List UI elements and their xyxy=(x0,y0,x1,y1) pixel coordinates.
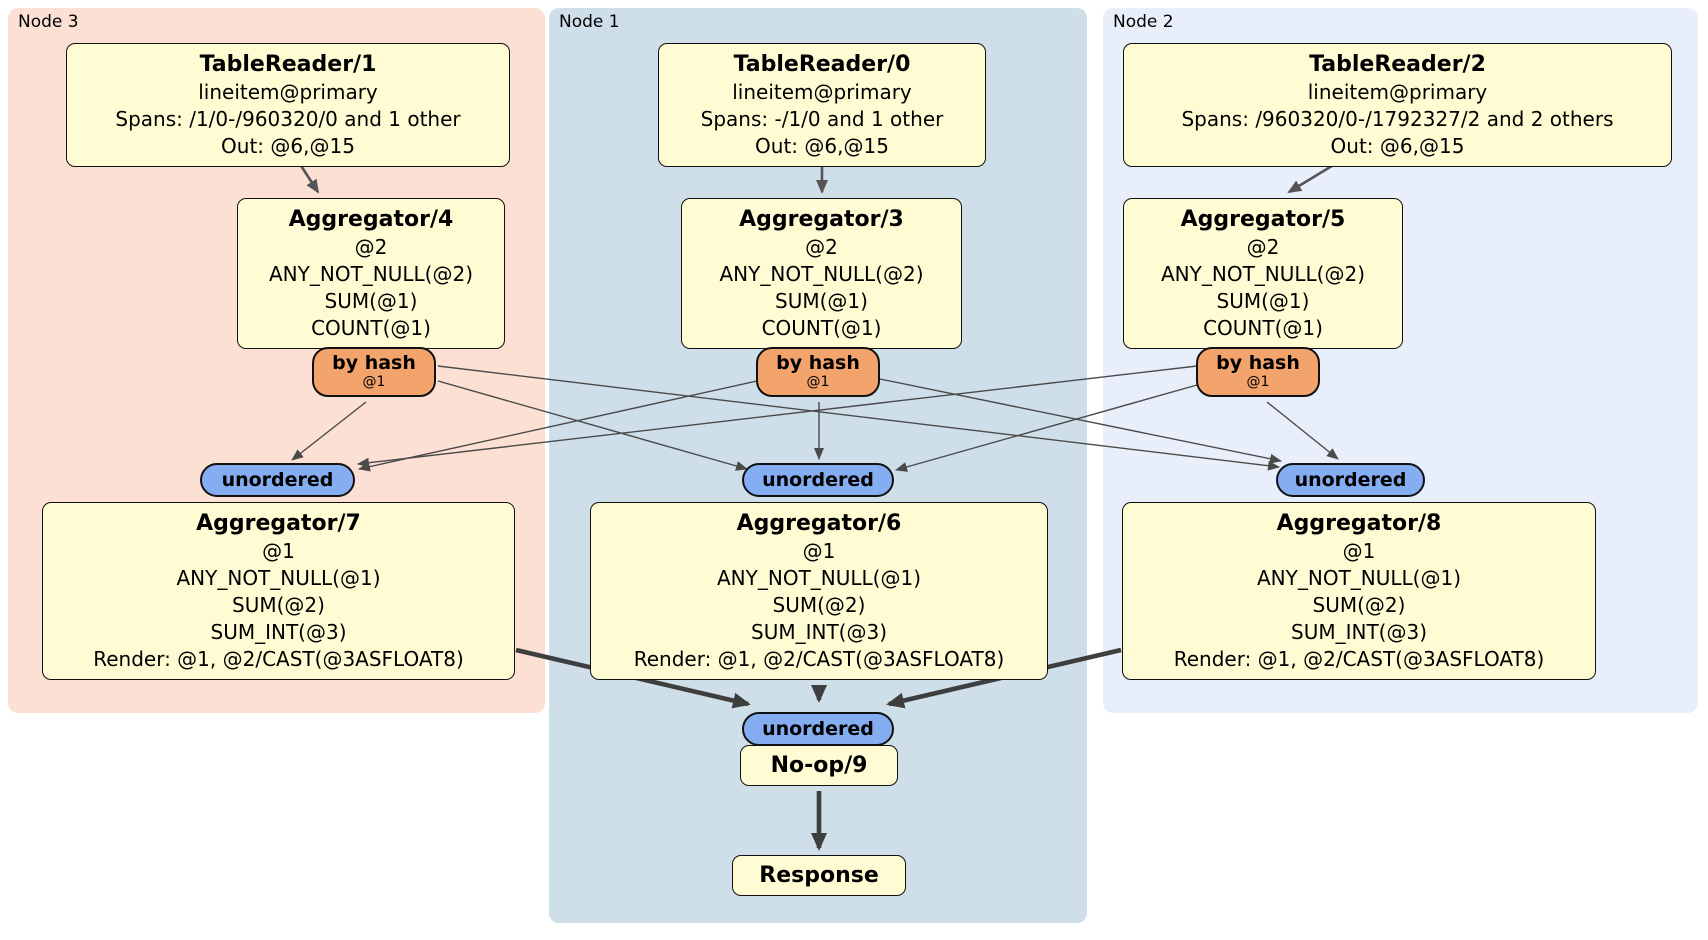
processor-aggregator-5: Aggregator/5 @2 ANY_NOT_NULL(@2) SUM(@1)… xyxy=(1123,198,1403,349)
processor-title: Aggregator/5 xyxy=(1180,207,1346,232)
processor-title: Aggregator/6 xyxy=(736,511,902,536)
edge-router4-sync6 xyxy=(437,380,748,471)
response-node: Response xyxy=(732,855,906,896)
sync-unordered-center: unordered xyxy=(742,463,894,497)
edge-router5-sync7 xyxy=(357,365,1198,468)
node-group-3-label: Node 3 xyxy=(18,12,79,32)
edge-router3-sync8 xyxy=(879,378,1282,464)
sync-unordered-final: unordered xyxy=(742,712,894,746)
processor-tablereader-0: TableReader/0 lineitem@primary Spans: -/… xyxy=(658,43,986,167)
processor-noop-9: No-op/9 xyxy=(740,745,898,786)
sync-unordered-right: unordered xyxy=(1276,463,1425,497)
processor-title: Aggregator/3 xyxy=(739,207,904,232)
processor-tablereader-2: TableReader/2 lineitem@primary Spans: /9… xyxy=(1123,43,1672,167)
processor-title: TableReader/2 xyxy=(1309,52,1486,77)
node-group-2-label: Node 2 xyxy=(1113,12,1174,32)
edge-router3-sync7 xyxy=(358,380,758,472)
router-by-hash-right: by hash @1 xyxy=(1196,347,1320,397)
edge-router5-sync8 xyxy=(1266,401,1339,460)
edge-router4-sync8 xyxy=(437,365,1280,471)
node-group-1-label: Node 1 xyxy=(559,12,620,32)
processor-title: TableReader/1 xyxy=(199,52,377,77)
processor-title: Aggregator/8 xyxy=(1276,511,1442,536)
edge-router5-sync6 xyxy=(895,384,1198,472)
edge-router4-sync7 xyxy=(291,401,367,461)
processor-title: TableReader/0 xyxy=(733,52,911,77)
processor-aggregator-4: Aggregator/4 @2 ANY_NOT_NULL(@2) SUM(@1)… xyxy=(237,198,505,349)
processor-title: Aggregator/7 xyxy=(196,511,361,536)
processor-title: Response xyxy=(759,863,879,888)
sync-unordered-left: unordered xyxy=(200,463,355,497)
processor-aggregator-8: Aggregator/8 @1 ANY_NOT_NULL(@1) SUM(@2)… xyxy=(1122,502,1596,680)
router-by-hash-center: by hash @1 xyxy=(756,347,880,397)
processor-aggregator-7: Aggregator/7 @1 ANY_NOT_NULL(@1) SUM(@2)… xyxy=(42,502,515,680)
processor-tablereader-1: TableReader/1 lineitem@primary Spans: /1… xyxy=(66,43,510,167)
processor-title: No-op/9 xyxy=(770,753,868,778)
processor-aggregator-3: Aggregator/3 @2 ANY_NOT_NULL(@2) SUM(@1)… xyxy=(681,198,962,349)
router-by-hash-left: by hash @1 xyxy=(312,347,436,397)
processor-title: Aggregator/4 xyxy=(288,207,454,232)
processor-aggregator-6: Aggregator/6 @1 ANY_NOT_NULL(@1) SUM(@2)… xyxy=(590,502,1048,680)
